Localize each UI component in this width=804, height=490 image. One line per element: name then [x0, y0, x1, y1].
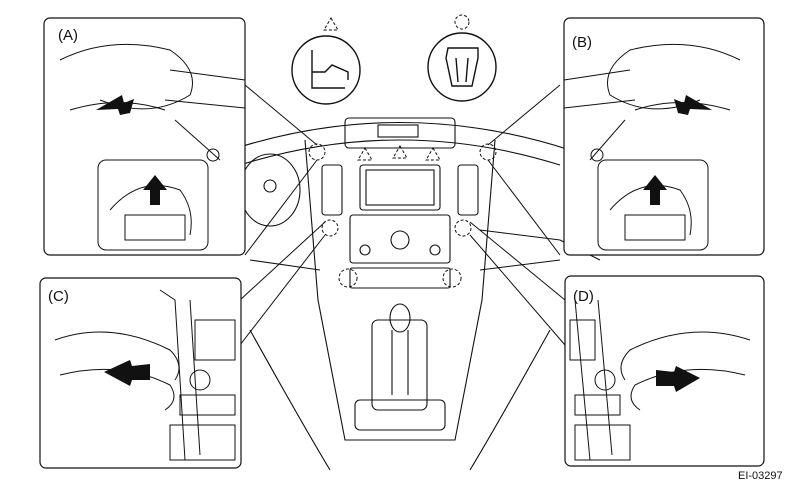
clip-icon: [427, 32, 497, 102]
panel-c: [39, 277, 242, 469]
clip-marker: [321, 219, 339, 237]
panel-b-label: (B): [572, 34, 592, 51]
clip-marker: [338, 268, 358, 288]
figure-code: EI-03297: [738, 470, 783, 482]
panel-d: [564, 275, 765, 467]
claw-clip-icon: [291, 35, 361, 105]
clip-marker: [442, 268, 462, 288]
clip-marker: [454, 219, 472, 237]
panel-b: [563, 17, 765, 256]
panel-c-label: (C): [48, 288, 69, 305]
panel-a-label: (A): [58, 27, 78, 44]
panel-a: [43, 17, 246, 256]
panel-d-label: (D): [573, 288, 594, 305]
